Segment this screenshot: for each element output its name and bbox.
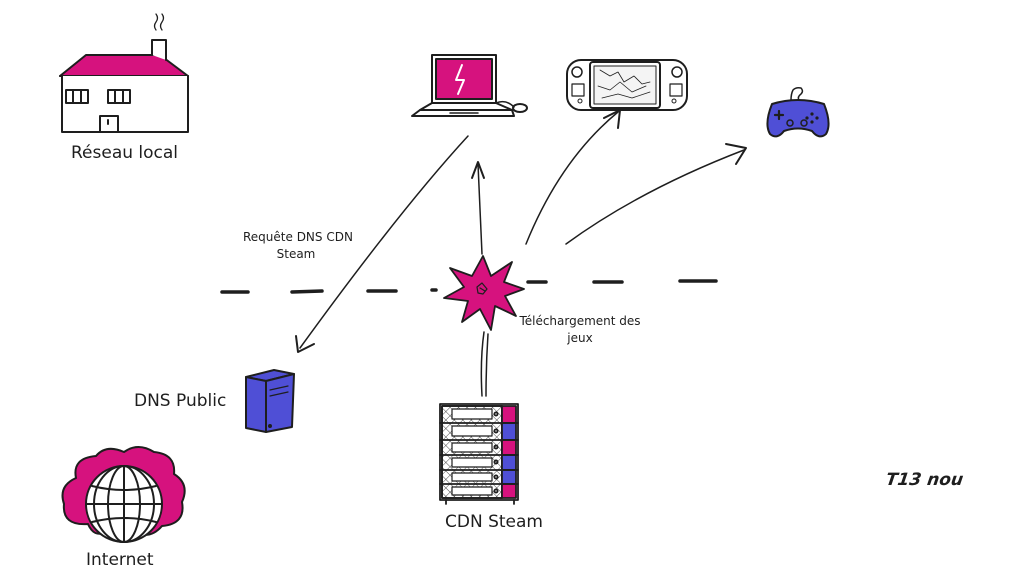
- edge-label-dns-request-line2: Steam: [276, 247, 316, 261]
- edge-label-dns-request-line1: Requête DNS CDN: [243, 230, 353, 244]
- edge-label-game-download: Téléchargement des jeux: [504, 313, 656, 347]
- network-boundary: [220, 279, 718, 294]
- gamepad-icon: [766, 87, 830, 138]
- edge-label-game-download-line1: Téléchargement des: [519, 314, 641, 328]
- arrow-cdn-to-gamepad: [565, 143, 747, 245]
- laptop-icon: [411, 54, 528, 117]
- globe-cloud-icon: [61, 446, 186, 543]
- arrow-laptop-to-dns: [295, 135, 469, 353]
- server-rack-icon: [439, 403, 519, 505]
- label-local-network: Réseau local: [71, 143, 179, 163]
- arrow-cdn-to-laptop: [471, 161, 485, 255]
- server-icon: [245, 369, 295, 433]
- signature: T13 nou: [884, 470, 965, 490]
- line-starburst-to-cdn: [480, 331, 489, 397]
- starburst-icon: [443, 255, 525, 331]
- label-internet: Internet: [86, 550, 154, 570]
- edge-label-game-download-line2: jeux: [567, 331, 593, 345]
- label-dns-public: DNS Public: [134, 391, 227, 411]
- arrow-cdn-to-handheld: [525, 109, 621, 245]
- house-icon: [59, 13, 189, 133]
- handheld-console-icon: [566, 59, 688, 111]
- edge-label-dns-request: Requête DNS CDN Steam: [243, 229, 353, 263]
- label-cdn-steam: CDN Steam: [445, 512, 543, 532]
